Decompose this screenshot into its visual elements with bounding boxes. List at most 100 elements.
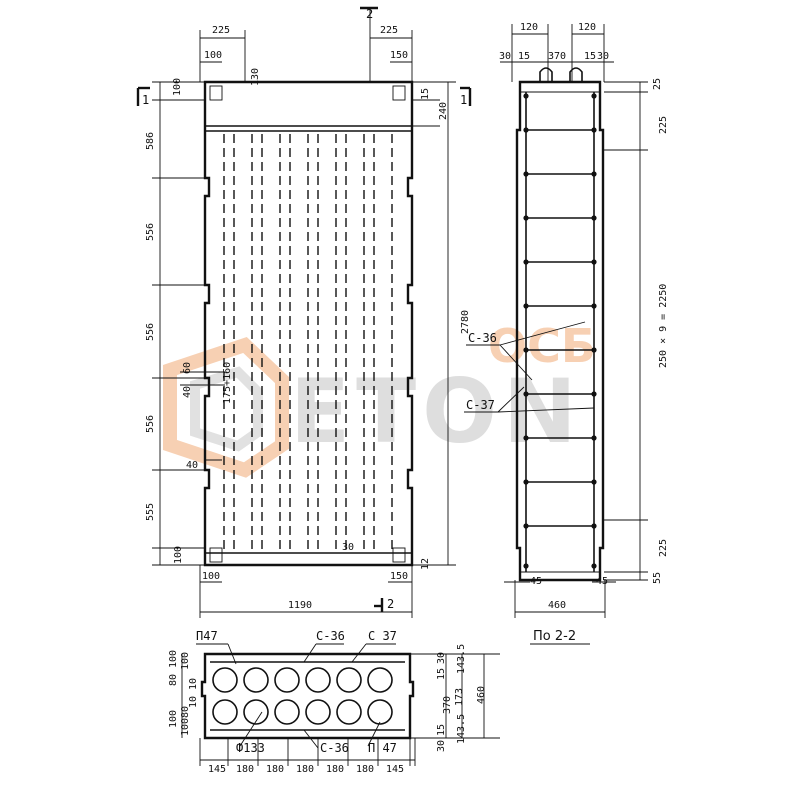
- hollow-core-circle: [212, 667, 238, 693]
- rebar-dot: [523, 347, 529, 353]
- watermark-top-text: ОСБ: [488, 319, 596, 373]
- s22-dim-30b: 30: [597, 51, 609, 62]
- rebar-dot: [591, 563, 597, 569]
- s11-dim-l0: 100: [168, 650, 179, 668]
- rebar-dot: [591, 93, 597, 99]
- s11-dim-l1: 80: [168, 674, 179, 686]
- callout-c37-top: С 37: [368, 629, 397, 643]
- callout-phi133: Ф133: [236, 741, 265, 755]
- dim-right-total: 2780: [460, 310, 471, 334]
- hollow-core-circles: [212, 667, 393, 725]
- s22-dim-15b: 15: [584, 51, 596, 62]
- section-2-2-title: По 2-2: [533, 629, 576, 644]
- dim-top-right: 225: [380, 25, 398, 36]
- s11-dim-b1: 180: [236, 764, 254, 775]
- s22-dim-120b: 120: [578, 22, 596, 33]
- s11-dim-total: 460: [476, 686, 487, 704]
- rebar-dot: [591, 215, 597, 221]
- s11-dim-b5: 180: [356, 764, 374, 775]
- rebar-dot: [591, 127, 597, 133]
- watermark-logo-icon: [163, 337, 289, 478]
- rebar-dot: [523, 259, 529, 265]
- callout-p47-top: П47: [196, 629, 218, 643]
- dim-bottom-150: 150: [390, 571, 408, 582]
- main-view: 225 225 100 150 130 2 100 586 556 556 55…: [136, 6, 472, 618]
- s11-dim-b2: 180: [266, 764, 284, 775]
- hollow-core-circle: [367, 667, 393, 693]
- section-mark-bottom: 2: [387, 597, 394, 611]
- s22-dim-middle: 250 × 9 = 2250: [658, 284, 669, 368]
- s11-dim-l2: 100: [180, 652, 191, 670]
- section-2-2-outline: [515, 80, 605, 582]
- hollow-core-circle: [305, 699, 331, 725]
- s11-dim-b0: 145: [208, 764, 226, 775]
- section-mark-right: 1: [460, 93, 467, 107]
- rebar-dot: [591, 391, 597, 397]
- s11-dim-r2: 370: [442, 696, 453, 714]
- hollow-core-circle: [243, 667, 269, 693]
- dim-left-5: 555: [145, 503, 156, 521]
- section-mark-left: 1: [142, 93, 149, 107]
- callout-c36: С-36: [468, 331, 497, 345]
- hollow-core-circle: [243, 699, 269, 725]
- s11-dim-b3: 180: [296, 764, 314, 775]
- rebar-dot: [523, 171, 529, 177]
- watermark-logo-inner-icon: [190, 366, 263, 452]
- s11-dim-r4: 30: [436, 652, 447, 664]
- s22-dim-225: 225: [658, 116, 669, 134]
- dim-left-edge-top: 100: [172, 78, 183, 96]
- s22-dim-30a: 30: [499, 51, 511, 62]
- dim-left-3: 556: [145, 323, 156, 341]
- rebar-dot: [523, 523, 529, 529]
- section-mark-top: 2: [366, 7, 373, 21]
- watermark: ОСБ ETON: [163, 319, 596, 478]
- rebar-dot: [523, 435, 529, 441]
- s11-dim-l7: 100: [180, 718, 191, 736]
- s11-dim-l5: 100: [168, 710, 179, 728]
- rebar-dot: [523, 93, 529, 99]
- rebar-dot: [523, 479, 529, 485]
- rebar-dot: [523, 215, 529, 221]
- dim-top-150: 150: [390, 50, 408, 61]
- dim-top-100: 100: [204, 50, 222, 61]
- reinforcement-stirrups: [523, 93, 597, 569]
- s11-dim-r1: 15: [436, 724, 447, 736]
- s22-dim-460: 460: [548, 600, 566, 611]
- hollow-core-circle: [212, 699, 238, 725]
- dim-bottom-total: 1190: [288, 600, 312, 611]
- s22-dim-55: 55: [652, 572, 663, 584]
- s11-dim-r3: 15: [436, 668, 447, 680]
- rebar-dot: [591, 259, 597, 265]
- rebar-dot: [523, 303, 529, 309]
- rebar-dot: [591, 303, 597, 309]
- callout-c36-bottom: С-36: [320, 741, 349, 755]
- section-1-1-bottom-dims: 145 180 180 180 180 180 145: [208, 764, 404, 775]
- s11-dim-rb1: 173: [454, 688, 465, 706]
- hollow-core-circle: [274, 699, 300, 725]
- rebar-dot: [591, 347, 597, 353]
- hollow-core-circle: [336, 667, 362, 693]
- s22-dim-45a: 45: [530, 576, 542, 587]
- section-1-1-outline: [200, 652, 415, 740]
- dim-right-15: 15: [420, 88, 431, 100]
- dim-left-edge-bottom: 100: [173, 546, 184, 564]
- callout-c36-top: С-36: [316, 629, 345, 643]
- watermark-main-text: ETON: [290, 360, 583, 463]
- dim-left-4: 556: [145, 415, 156, 433]
- rebar-dot: [523, 127, 529, 133]
- rebar-dot: [591, 171, 597, 177]
- s11-dim-b4: 180: [326, 764, 344, 775]
- s11-dim-rb0: 143.5: [456, 714, 467, 744]
- s22-dim-15a: 15: [518, 51, 530, 62]
- rebar-dot: [591, 523, 597, 529]
- dim-top-left: 225: [212, 25, 230, 36]
- rebar-dot: [591, 435, 597, 441]
- section-1-1: П47 С-36 С 37 Ф133 С-36 П 47 145 180 180…: [168, 629, 500, 775]
- lifting-loop-right-icon: [569, 67, 583, 82]
- callout-c37: С-37: [466, 398, 495, 412]
- dim-bottom-100: 100: [202, 571, 220, 582]
- dim-left-1: 586: [145, 132, 156, 150]
- s11-dim-rb2: 143.5: [456, 644, 467, 674]
